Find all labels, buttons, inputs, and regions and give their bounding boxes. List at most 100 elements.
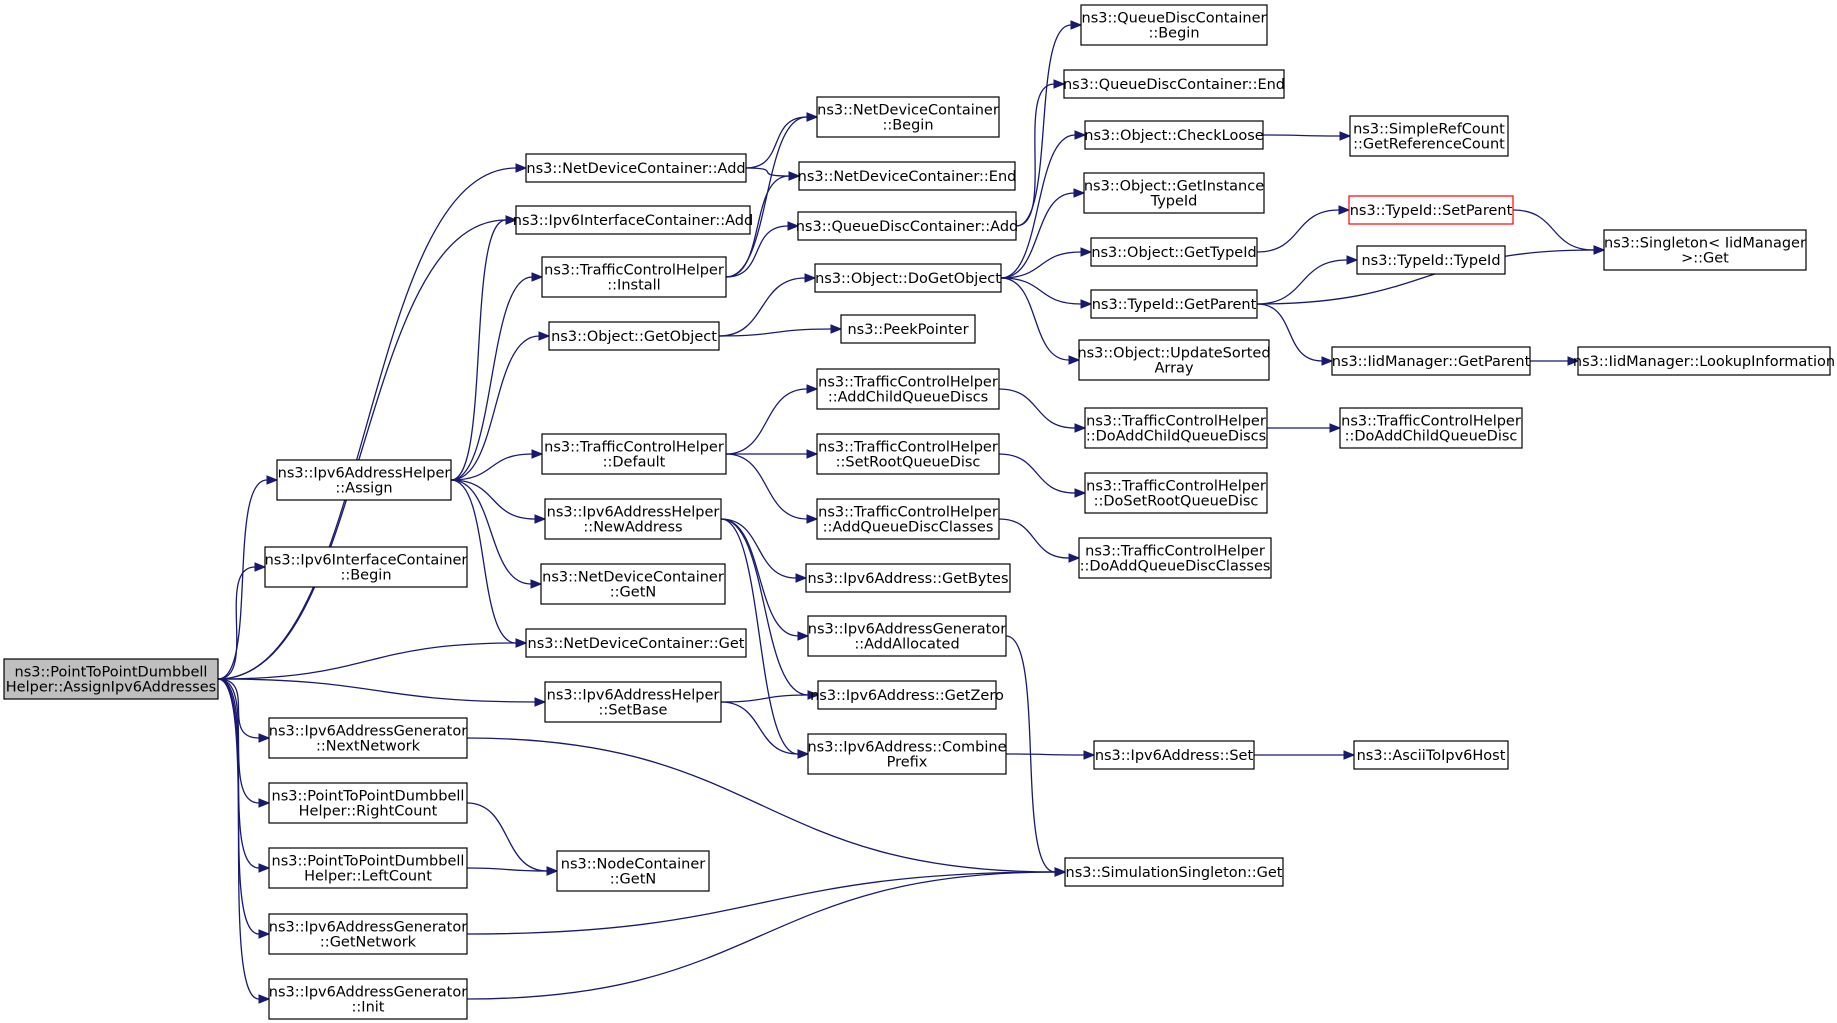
node-box[interactable] — [1080, 4, 1268, 46]
node-tch-addchildqueuediscs[interactable]: ns3::TrafficControlHelper::AddChildQueue… — [816, 368, 1000, 410]
node-box[interactable] — [544, 498, 722, 540]
node-box[interactable] — [268, 847, 468, 889]
node-box[interactable] — [1063, 69, 1285, 99]
node-box[interactable] — [840, 314, 976, 344]
node-box[interactable] — [1084, 407, 1268, 449]
node-box[interactable] — [276, 459, 452, 501]
node-box[interactable] — [817, 680, 997, 710]
node-box[interactable] — [525, 628, 747, 658]
node-box[interactable] — [1603, 229, 1807, 271]
node-obj-checkloose[interactable]: ns3::Object::CheckLoose — [1084, 120, 1264, 150]
node-ndc-get[interactable]: ns3::NetDeviceContainer::Get — [525, 628, 747, 658]
node-p2p-rightcount[interactable]: ns3::PointToPointDumbbellHelper::RightCo… — [268, 782, 468, 824]
node-ipv6ah-setbase[interactable]: ns3::Ipv6AddressHelper::SetBase — [544, 681, 722, 723]
node-box[interactable] — [264, 546, 468, 588]
node-nc-getn[interactable]: ns3::NodeContainer::GetN — [556, 850, 710, 892]
node-ipv6ag-getnetwork[interactable]: ns3::Ipv6AddressGenerator::GetNetwork — [268, 913, 468, 955]
node-ipv6a-getbytes[interactable]: ns3::Ipv6Address::GetBytes — [805, 563, 1011, 593]
node-singleton-get[interactable]: ns3::Singleton< IidManager >::Get — [1603, 229, 1807, 271]
node-box[interactable] — [816, 433, 1000, 475]
node-box[interactable] — [816, 498, 1000, 540]
node-typeid-setparent[interactable]: ns3::TypeId::SetParent — [1348, 195, 1514, 225]
node-box[interactable] — [525, 153, 747, 183]
node-obj-gettypeid[interactable]: ns3::Object::GetTypeId — [1090, 237, 1258, 267]
node-box[interactable] — [548, 321, 720, 351]
node-box[interactable] — [816, 96, 1000, 138]
node-obj-getobject[interactable]: ns3::Object::GetObject — [548, 321, 720, 351]
node-root[interactable]: ns3::PointToPointDumbbellHelper::AssignI… — [3, 658, 219, 700]
node-box[interactable] — [805, 563, 1011, 593]
node-asciitoipv6host[interactable]: ns3::AsciiToIpv6Host — [1353, 740, 1509, 770]
node-tch-dosetrootqueuedisc[interactable]: ns3::TrafficControlHelper::DoSetRootQueu… — [1084, 472, 1268, 514]
node-box[interactable] — [807, 615, 1007, 657]
node-ndc-add[interactable]: ns3::NetDeviceContainer::Add — [525, 153, 747, 183]
node-tch-doaddqueuediscclasses[interactable]: ns3::TrafficControlHelper::DoAddQueueDis… — [1078, 537, 1272, 579]
node-qdc-add[interactable]: ns3::QueueDiscContainer::Add — [796, 211, 1019, 241]
node-box[interactable] — [1577, 346, 1831, 376]
node-ipv6ag-init[interactable]: ns3::Ipv6AddressGenerator::Init — [268, 978, 468, 1020]
node-typeid-typeid[interactable]: ns3::TypeId::TypeId — [1356, 245, 1506, 275]
node-box[interactable] — [816, 368, 1000, 410]
node-tch-addqueuediscclasses[interactable]: ns3::TrafficControlHelper::AddQueueDiscC… — [816, 498, 1000, 540]
node-tch-doaddchildqueuediscs[interactable]: ns3::TrafficControlHelper::DoAddChildQue… — [1084, 407, 1268, 449]
node-obj-dogetobject[interactable]: ns3::Object::DoGetObject — [814, 263, 1002, 293]
node-box[interactable] — [3, 658, 219, 700]
node-box[interactable] — [268, 717, 468, 759]
node-box[interactable] — [1331, 346, 1531, 376]
node-box[interactable] — [515, 205, 751, 235]
node-ndc-begin[interactable]: ns3::NetDeviceContainer::Begin — [816, 96, 1000, 138]
node-typeid-getparent[interactable]: ns3::TypeId::GetParent — [1090, 289, 1258, 319]
node-box[interactable] — [798, 161, 1016, 191]
node-box[interactable] — [797, 211, 1017, 241]
node-box[interactable] — [1084, 472, 1268, 514]
node-box[interactable] — [1353, 740, 1509, 770]
node-box[interactable] — [1090, 289, 1258, 319]
node-box[interactable] — [541, 256, 727, 298]
node-ipv6ah-assign[interactable]: ns3::Ipv6AddressHelper::Assign — [276, 459, 452, 501]
node-box[interactable] — [814, 263, 1002, 293]
node-box[interactable] — [541, 433, 727, 475]
node-box[interactable] — [268, 978, 468, 1020]
node-box[interactable] — [268, 782, 468, 824]
node-box[interactable] — [1093, 740, 1255, 770]
node-box[interactable] — [540, 563, 726, 605]
node-ndc-getn[interactable]: ns3::NetDeviceContainer::GetN — [540, 563, 726, 605]
node-ipv6a-getzero[interactable]: ns3::Ipv6Address::GetZero — [810, 680, 1004, 710]
node-box[interactable] — [1090, 237, 1258, 267]
node-box[interactable] — [1078, 339, 1270, 381]
node-tch-setrootqueuedisc[interactable]: ns3::TrafficControlHelper::SetRootQueueD… — [816, 433, 1000, 475]
node-box[interactable] — [1356, 245, 1506, 275]
node-box[interactable] — [1349, 115, 1509, 157]
node-box[interactable] — [807, 733, 1007, 775]
node-iidmanager-getparent[interactable]: ns3::IidManager::GetParent — [1331, 346, 1531, 376]
node-box[interactable] — [544, 681, 722, 723]
node-ipv6ag-nextnetwork[interactable]: ns3::Ipv6AddressGenerator::NextNetwork — [268, 717, 468, 759]
node-p2p-leftcount[interactable]: ns3::PointToPointDumbbellHelper::LeftCou… — [268, 847, 468, 889]
node-peekpointer[interactable]: ns3::PeekPointer — [840, 314, 976, 344]
node-simsingleton-get[interactable]: ns3::SimulationSingleton::Get — [1064, 857, 1284, 887]
node-ipv6ic-begin[interactable]: ns3::Ipv6InterfaceContainer::Begin — [264, 546, 468, 588]
node-tch-default[interactable]: ns3::TrafficControlHelper::Default — [541, 433, 727, 475]
node-box[interactable] — [1348, 195, 1514, 225]
node-iidmanager-lookupinformation[interactable]: ns3::IidManager::LookupInformation — [1573, 346, 1835, 376]
node-tch-install[interactable]: ns3::TrafficControlHelper::Install — [541, 256, 727, 298]
node-box[interactable] — [1064, 857, 1284, 887]
node-ipv6ah-newaddress[interactable]: ns3::Ipv6AddressHelper::NewAddress — [544, 498, 722, 540]
node-ipv6ag-addallocated[interactable]: ns3::Ipv6AddressGenerator::AddAllocated — [807, 615, 1007, 657]
node-ipv6ic-add[interactable]: ns3::Ipv6InterfaceContainer::Add — [513, 205, 753, 235]
node-box[interactable] — [1084, 120, 1264, 150]
node-simplerefcount-getrefcount[interactable]: ns3::SimpleRefCount::GetReferenceCount — [1349, 115, 1509, 157]
node-tch-doaddchildqueuedisc[interactable]: ns3::TrafficControlHelper::DoAddChildQue… — [1339, 407, 1523, 449]
node-box[interactable] — [268, 913, 468, 955]
node-ipv6a-set[interactable]: ns3::Ipv6Address::Set — [1093, 740, 1255, 770]
node-box[interactable] — [1078, 537, 1272, 579]
node-ndc-end[interactable]: ns3::NetDeviceContainer::End — [798, 161, 1017, 191]
node-box[interactable] — [556, 850, 710, 892]
node-box[interactable] — [1083, 172, 1265, 214]
node-qdc-end[interactable]: ns3::QueueDiscContainer::End — [1063, 69, 1285, 99]
node-qdc-begin[interactable]: ns3::QueueDiscContainer::Begin — [1080, 4, 1268, 46]
node-box[interactable] — [1339, 407, 1523, 449]
